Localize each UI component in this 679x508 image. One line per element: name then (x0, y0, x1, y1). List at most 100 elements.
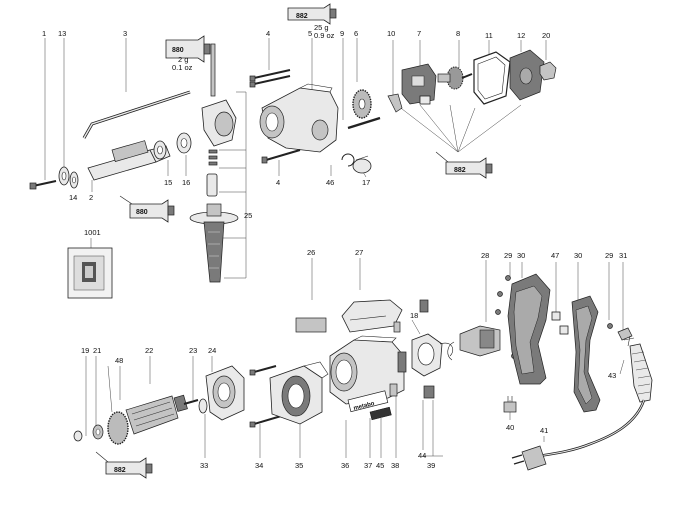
part-46-circlip (341, 153, 355, 167)
callout-1: 1 (42, 29, 46, 38)
leader-lines-top (44, 38, 547, 279)
part-7-switch (401, 63, 437, 105)
callout-29-b: 29 (605, 251, 613, 260)
tube-882-qty-g: 25 g (314, 23, 329, 32)
callout-27: 27 (355, 248, 363, 257)
tube-882-right-label: 882 (454, 167, 466, 174)
callout-14: 14 (69, 193, 77, 202)
tube-880-lower-label: 880 (136, 209, 148, 216)
part-36-motor-housing (329, 335, 407, 405)
callout-1001: 1001 (84, 228, 101, 237)
part-3-depth-rod (82, 90, 191, 139)
part-41-cable-plug (511, 399, 646, 471)
part-1001-label-plate (67, 238, 113, 299)
tube-880-qty-g: 2 g (178, 55, 188, 64)
callout-48: 48 (115, 356, 123, 365)
callout-29-a: 29 (504, 251, 512, 260)
callout-35: 35 (295, 461, 303, 470)
grease-tube-880-lower: 880 (119, 195, 175, 223)
callout-10: 10 (387, 29, 395, 38)
callout-36: 36 (341, 461, 349, 470)
part-19-washer (73, 430, 83, 442)
callout-33: 33 (200, 461, 208, 470)
grease-tube-880-top: 880 2 g 0.1 oz (165, 35, 211, 72)
callout-9: 9 (340, 29, 344, 38)
part-4-screws-top (249, 69, 291, 88)
part-4-screws-lower (261, 149, 301, 164)
callout-4-lower: 4 (276, 178, 280, 187)
part-28-switch (447, 325, 501, 361)
callout-8: 8 (456, 29, 460, 38)
tube-882-bottom-label: 882 (114, 467, 126, 474)
part-30-handle-left (507, 273, 551, 385)
callout-12: 12 (517, 31, 525, 40)
callout-46: 46 (326, 178, 334, 187)
leader-lines-bottom (85, 258, 625, 458)
metabo-logo: metabo (353, 401, 375, 412)
callout-28: 28 (481, 251, 489, 260)
callout-44: 44 (418, 451, 426, 460)
tube-882-label: 882 (296, 13, 308, 20)
part-18-brush-holder (411, 319, 453, 377)
callout-45: 45 (376, 461, 384, 470)
part-48-fan (107, 365, 113, 413)
part-13-washer (58, 166, 70, 186)
callout-38: 38 (391, 461, 399, 470)
callout-22: 22 (145, 346, 153, 355)
part-11-gasket (473, 51, 511, 105)
part-16-bearing (176, 132, 192, 154)
part-6-gear (352, 89, 372, 119)
part-23-washer (198, 398, 208, 414)
part-25-shaft-stack (189, 43, 239, 283)
part-27-motor-cover (341, 299, 403, 333)
part-43-strain-relief (627, 335, 653, 403)
callout-labels: 1 13 3 4 5 9 6 10 7 8 11 12 20 14 2 15 1… (42, 29, 627, 470)
callout-30-a: 30 (517, 251, 525, 260)
callout-15: 15 (164, 178, 172, 187)
part-9-pin (347, 116, 381, 130)
callout-31: 31 (619, 251, 627, 260)
part-24-air-guide (205, 365, 245, 421)
part-35-field (269, 361, 329, 425)
part-40-suppressor (503, 396, 517, 413)
callout-20: 20 (542, 31, 550, 40)
callout-16: 16 (182, 178, 190, 187)
callout-43: 43 (608, 371, 616, 380)
part-14-washer (69, 171, 79, 189)
callout-24: 24 (208, 346, 216, 355)
part-38-clip (389, 383, 398, 397)
part-44-carbon-brushes (393, 299, 435, 399)
part-12-cover (509, 49, 545, 101)
callout-23: 23 (189, 346, 197, 355)
callout-47: 47 (551, 251, 559, 260)
callout-4-top: 4 (266, 29, 270, 38)
tube-880-label: 880 (172, 47, 184, 54)
part-17-knob (352, 155, 372, 174)
callout-19: 19 (81, 346, 89, 355)
part-20-nut (539, 61, 557, 81)
callout-18: 18 (410, 311, 418, 320)
callout-21: 21 (93, 346, 101, 355)
callout-41: 41 (540, 426, 548, 435)
callout-7: 7 (417, 29, 421, 38)
tube-880-qty-oz: 0.1 oz (172, 63, 193, 72)
part-30-handle-right (571, 295, 601, 413)
part-22-armature (107, 394, 199, 445)
part-10-bracket (387, 93, 403, 113)
callout-34: 34 (255, 461, 263, 470)
grease-tube-882-bottom: 882 (95, 451, 153, 479)
callout-17: 17 (362, 178, 370, 187)
part-8-pinion (437, 66, 473, 90)
part-31-cable-clamp (617, 327, 635, 341)
callout-5: 5 (308, 29, 312, 38)
callout-39: 39 (427, 461, 435, 470)
callout-40: 40 (506, 423, 514, 432)
part-21-bearing (92, 424, 104, 440)
part-26-rating-plate (295, 317, 327, 333)
callout-13: 13 (58, 29, 66, 38)
callout-11: 11 (485, 31, 493, 40)
part-37-logo-plate: metabo (347, 390, 389, 413)
tube-882-qty-oz: 0.9 oz (314, 31, 335, 40)
